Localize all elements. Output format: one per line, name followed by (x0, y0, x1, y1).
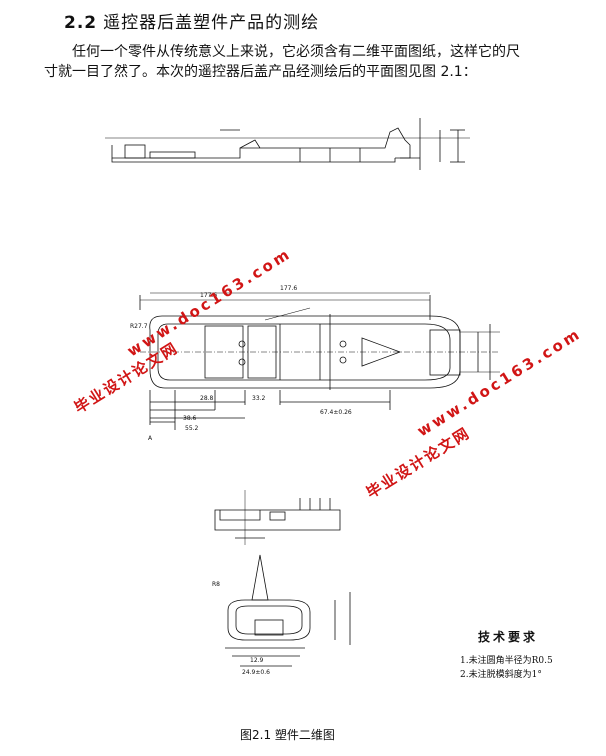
body-paragraph: 任何一个零件从传统意义上来说，它必须含有二维平面图纸，这样它的尺 寸就一目了然了… (44, 42, 584, 82)
section-title: 遥控器后盖塑件产品的测绘 (103, 13, 320, 33)
dim-width-2: 177.6 (200, 292, 217, 299)
dim-section-r: R8 (212, 581, 220, 588)
section-number: 2.2 (64, 13, 98, 33)
dim-lower: 55.2 (185, 425, 199, 432)
dim-gap: 33.2 (252, 395, 266, 402)
dim-section-inner: 12.9 (250, 657, 264, 664)
side-view (105, 118, 470, 170)
tech-req-title: 技术要求 (478, 630, 539, 644)
dim-offset: 38.6 (183, 415, 197, 422)
engineering-drawing: 177.6 177.6 67.4±0.26 38.6 55.2 33.2 28.… (105, 118, 500, 676)
dim-left: 28.8 (200, 395, 214, 402)
cross-section-view: 24.9±0.6 12.9 R8 (212, 554, 351, 676)
technical-requirements: 技术要求 1.未注圆角半径为R0.5 2.未注脱模斜度为1° (460, 628, 553, 680)
body-line-2: 寸就一目了然了。本次的遥控器后盖产品经测绘后的平面图见图 2.1： (44, 64, 477, 80)
dim-slot: 67.4±0.26 (320, 409, 352, 416)
plan-view: 177.6 177.6 67.4±0.26 38.6 55.2 33.2 28.… (130, 285, 500, 442)
tech-req-item-1: 1.未注圆角半径为R0.5 (460, 656, 553, 666)
figure-caption: 图2.1 塑件二维图 (240, 728, 335, 742)
tech-req-item-2: 2.未注脱模斜度为1° (460, 670, 542, 680)
dim-section-width: 24.9±0.6 (242, 669, 270, 676)
section-mark: A (148, 435, 153, 442)
section-a-view (214, 490, 341, 545)
dim-width-top: 177.6 (280, 285, 297, 292)
body-line-1: 任何一个零件从传统意义上来说，它必须含有二维平面图纸，这样它的尺 (72, 44, 520, 60)
dim-radius: R27.7 (130, 323, 148, 330)
